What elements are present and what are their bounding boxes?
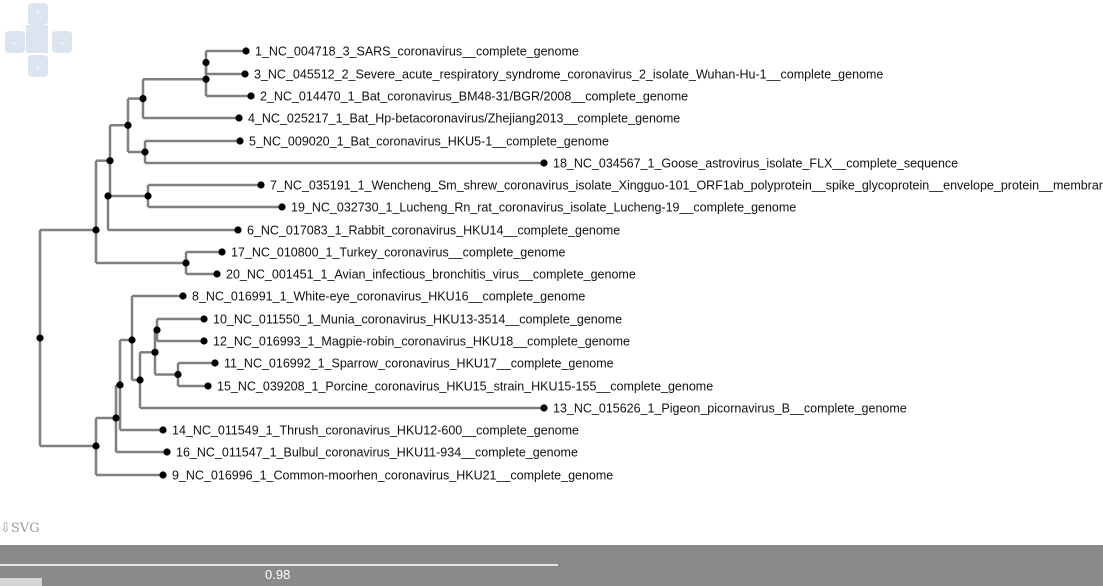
leaf-label: 4_NC_025217_1_Bat_Hp-betacoronavirus/Zhe… — [248, 112, 680, 126]
leaf-label: 20_NC_001451_1_Avian_infectious_bronchit… — [226, 268, 636, 282]
pan-down-button[interactable]: ↓ — [28, 55, 48, 77]
leaf-label: 16_NC_011547_1_Bulbul_coronavirus_HKU11-… — [176, 446, 578, 460]
leaf-node[interactable] — [241, 70, 249, 78]
internal-node[interactable] — [116, 381, 124, 389]
leaf-node[interactable] — [211, 359, 219, 367]
leaf-node[interactable] — [247, 92, 255, 100]
leaf-node[interactable] — [235, 114, 243, 122]
leaf-label: 13_NC_015626_1_Pigeon_picornavirus_B__co… — [553, 402, 907, 416]
download-icon: ⇩ — [0, 521, 11, 536]
leaf-node[interactable] — [257, 181, 265, 189]
leaf-label: 3_NC_045512_2_Severe_acute_respiratory_s… — [254, 68, 883, 82]
internal-node[interactable] — [174, 370, 182, 379]
leaf-node[interactable] — [234, 226, 242, 234]
internal-node[interactable] — [151, 348, 159, 356]
internal-node[interactable] — [182, 259, 190, 267]
pan-up-button[interactable]: ↑ — [28, 3, 48, 25]
pan-left-button[interactable]: ← — [5, 31, 25, 53]
export-svg-label: SVG — [10, 521, 40, 536]
bottom-toolbar: 0.98 — [0, 545, 1103, 586]
leaf-node[interactable] — [204, 382, 212, 390]
internal-node[interactable] — [92, 226, 100, 234]
leaf-node[interactable] — [179, 292, 187, 300]
leaf-label: 17_NC_010800_1_Turkey_coronavirus__compl… — [231, 246, 566, 260]
leaf-node[interactable] — [540, 159, 548, 167]
tree-leaf-labels: 1_NC_004718_3_SARS_coronavirus__complete… — [172, 45, 1103, 483]
internal-node[interactable] — [104, 192, 112, 200]
leaf-label: 15_NC_039208_1_Porcine_coronavirus_HKU15… — [217, 380, 713, 394]
leaf-label: 5_NC_009020_1_Bat_coronavirus_HKU5-1__co… — [249, 135, 609, 149]
leaf-node[interactable] — [242, 47, 250, 55]
internal-node[interactable] — [202, 58, 210, 67]
pan-center — [26, 25, 48, 53]
internal-node[interactable] — [36, 334, 44, 342]
leaf-node[interactable] — [159, 426, 167, 434]
leaf-label: 12_NC_016993_1_Magpie-robin_coronavirus_… — [213, 335, 630, 349]
internal-node[interactable] — [139, 95, 147, 103]
internal-node[interactable] — [202, 75, 210, 83]
leaf-node[interactable] — [200, 315, 208, 323]
internal-node[interactable] — [124, 121, 132, 129]
leaf-label: 7_NC_035191_1_Wencheng_Sm_shrew_coronavi… — [270, 179, 1103, 193]
leaf-label: 14_NC_011549_1_Thrush_coronavirus_HKU12-… — [172, 424, 579, 438]
internal-node[interactable] — [136, 376, 144, 384]
leaf-label: 8_NC_016991_1_White-eye_coronavirus_HKU1… — [192, 290, 585, 304]
leaf-node[interactable] — [213, 270, 221, 278]
internal-node[interactable] — [141, 148, 149, 156]
leaf-label: 2_NC_014470_1_Bat_coronavirus_BM48-31/BG… — [260, 90, 688, 104]
internal-node[interactable] — [106, 157, 114, 165]
tree-nodes — [36, 47, 548, 479]
internal-node[interactable] — [144, 192, 152, 200]
slider-value: 0.98 — [265, 567, 291, 582]
export-svg-link[interactable]: ⇩SVG — [0, 521, 40, 536]
leaf-node[interactable] — [218, 248, 226, 256]
internal-node[interactable] — [128, 336, 136, 344]
slider-handle[interactable] — [0, 578, 42, 586]
internal-node[interactable] — [112, 414, 120, 422]
internal-node[interactable] — [92, 442, 100, 450]
leaf-label: 10_NC_011550_1_Munia_coronavirus_HKU13-3… — [213, 313, 622, 327]
pan-right-button[interactable]: → — [52, 31, 72, 53]
leaf-label: 6_NC_017083_1_Rabbit_coronavirus_HKU14__… — [247, 224, 620, 238]
pan-controls: ↑ ← → ↓ — [0, 0, 80, 80]
phylogenetic-tree: 1_NC_004718_3_SARS_coronavirus__complete… — [36, 45, 1103, 483]
leaf-node[interactable] — [278, 203, 286, 211]
leaf-node[interactable] — [200, 337, 208, 345]
leaf-label: 18_NC_034567_1_Goose_astrovirus_isolate_… — [553, 157, 958, 171]
leaf-node[interactable] — [163, 448, 171, 456]
leaf-node[interactable] — [540, 404, 548, 412]
slider-track[interactable] — [0, 564, 558, 566]
leaf-label: 19_NC_032730_1_Lucheng_Rn_rat_coronaviru… — [291, 201, 796, 215]
internal-node[interactable] — [153, 326, 161, 334]
leaf-label: 1_NC_004718_3_SARS_coronavirus__complete… — [255, 45, 579, 59]
leaf-node[interactable] — [236, 137, 244, 145]
leaf-label: 11_NC_016992_1_Sparrow_coronavirus_HKU17… — [224, 357, 614, 371]
leaf-label: 9_NC_016996_1_Common-moorhen_coronavirus… — [172, 469, 613, 483]
leaf-node[interactable] — [159, 471, 167, 479]
